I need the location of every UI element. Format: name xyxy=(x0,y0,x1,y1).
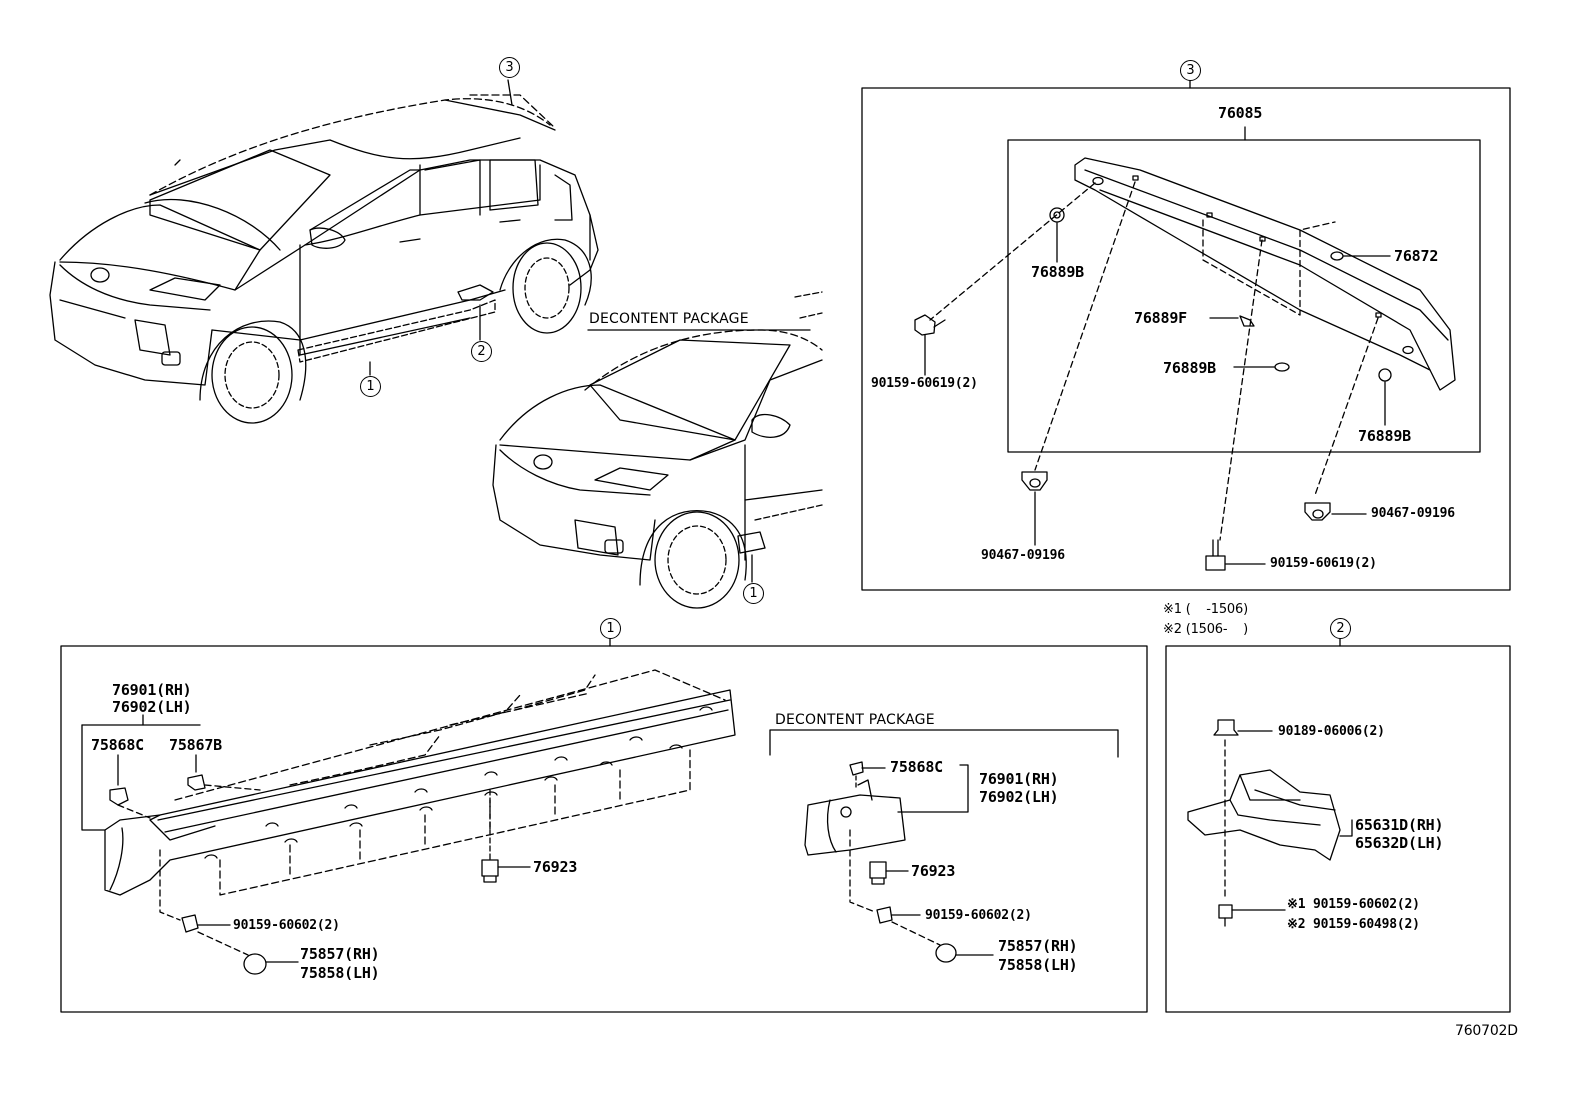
index-callout: 1 xyxy=(360,376,381,397)
spoiler-panel xyxy=(861,79,1511,591)
part-number-label: 65632D(LH) xyxy=(1355,834,1444,852)
decontent-package-label: DECONTENT PACKAGE xyxy=(589,311,749,327)
index-callout: 3 xyxy=(499,57,520,78)
part-number-label: 90189-06006(2) xyxy=(1278,724,1385,739)
vehicle-main-illustration xyxy=(49,79,599,424)
index-callout: 1 xyxy=(600,618,621,639)
part-number-label: 75858(LH) xyxy=(300,964,380,982)
part-number-label: 75857(RH) xyxy=(300,945,380,963)
part-number-label: 75868C xyxy=(91,736,144,754)
drawing-number: 760702D xyxy=(1455,1023,1518,1039)
mudguard-panel xyxy=(1165,637,1511,1013)
part-number-label: 75857(RH) xyxy=(998,937,1078,955)
part-number-label: 76889B xyxy=(1358,427,1411,445)
part-number-label: 90467-09196 xyxy=(1371,506,1455,521)
part-number-label: 76901(RH) xyxy=(979,770,1059,788)
index-callout: 2 xyxy=(471,341,492,362)
part-number-label: 76889B xyxy=(1163,359,1216,377)
index-callout: 2 xyxy=(1330,618,1351,639)
part-number-label: 65631D(RH) xyxy=(1355,816,1444,834)
index-callout: 3 xyxy=(1180,60,1201,81)
part-number-label: 90159-60602(2) xyxy=(233,918,340,933)
part-number-label: 76889B xyxy=(1031,263,1084,281)
part-number-label: ※2 90159-60498(2) xyxy=(1287,917,1420,932)
part-number-label: 90159-60602(2) xyxy=(925,908,1032,923)
part-number-label: 76901(RH) xyxy=(112,681,192,699)
part-number-label: 76902(LH) xyxy=(979,788,1059,806)
part-number-label: 76923 xyxy=(911,862,956,880)
part-number-label: 75867B xyxy=(169,736,222,754)
index-callout: 1 xyxy=(743,583,764,604)
vehicle-decontent-illustration xyxy=(492,291,823,609)
decontent-package-label: DECONTENT PACKAGE xyxy=(775,712,935,728)
part-number-label: 75858(LH) xyxy=(998,956,1078,974)
part-number-label: 76889F xyxy=(1134,309,1187,327)
part-number-label: 76085 xyxy=(1218,104,1263,122)
part-number-label: 90467-09196 xyxy=(981,548,1065,563)
serial-note: ※2 (1506- ) xyxy=(1163,622,1248,637)
serial-note: ※1 ( -1506) xyxy=(1163,602,1248,617)
part-number-label: 76923 xyxy=(533,858,578,876)
part-number-label: ※1 90159-60602(2) xyxy=(1287,897,1420,912)
part-number-label: 76902(LH) xyxy=(112,698,192,716)
rocker-panel xyxy=(60,637,1148,1013)
part-number-label: 90159-60619(2) xyxy=(871,376,978,391)
part-number-label: 75868C xyxy=(890,758,943,776)
part-number-label: 76872 xyxy=(1394,247,1439,265)
part-number-label: 90159-60619(2) xyxy=(1270,556,1377,571)
